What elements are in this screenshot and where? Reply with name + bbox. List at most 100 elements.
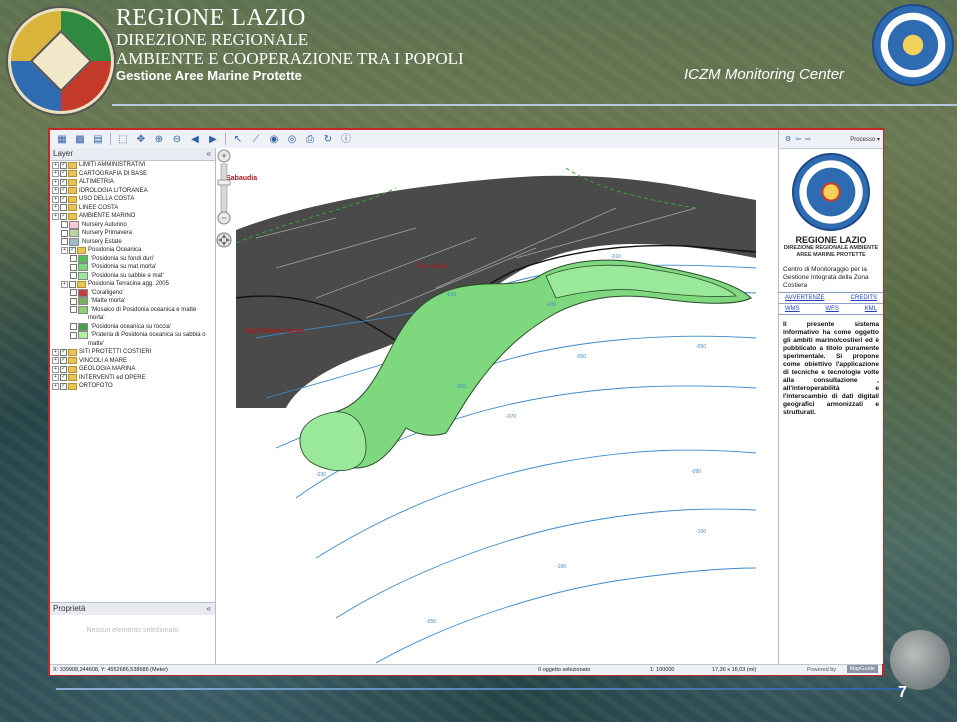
layer-checkbox[interactable] bbox=[60, 169, 67, 178]
expand-icon[interactable]: + bbox=[52, 187, 59, 195]
layer-row[interactable]: +ALTIMETRIA bbox=[50, 178, 215, 187]
layer-row[interactable]: Nursery Primavera bbox=[50, 229, 215, 238]
layer-checkbox[interactable] bbox=[60, 161, 67, 169]
process-menu[interactable]: Processo ▾ bbox=[850, 136, 880, 143]
layer-checkbox[interactable] bbox=[70, 272, 77, 280]
layer-row[interactable]: +Posidonia Oceanica bbox=[50, 246, 215, 255]
layer-row[interactable]: Nursery Autunno bbox=[50, 220, 215, 230]
layer-row[interactable]: 'Prateria di Posidonia oceanica su sabbi… bbox=[50, 331, 215, 340]
zoom-previous-icon[interactable]: ◀ bbox=[191, 133, 199, 145]
layer-row[interactable]: matte' bbox=[50, 340, 215, 349]
layer-row[interactable]: +USO DELLA COSTA bbox=[50, 195, 215, 204]
expand-icon[interactable]: + bbox=[61, 246, 68, 254]
layer-label: 'Posidonia oceanica su roccia' bbox=[91, 323, 172, 330]
layer-row[interactable]: 'Posidonia su fondi duri' bbox=[50, 254, 215, 264]
legend-icon[interactable]: ▤ bbox=[93, 133, 103, 145]
layer-row[interactable]: 'Matte morta' bbox=[50, 297, 215, 306]
gear-icon[interactable]: ⚙ bbox=[785, 136, 792, 143]
expand-icon[interactable]: + bbox=[52, 170, 59, 178]
layer-row[interactable]: 'Coralligeno' bbox=[50, 288, 215, 298]
layer-row[interactable]: Nursery Estate bbox=[50, 237, 215, 247]
layer-row[interactable]: +CARTOGRAFIA DI BASE bbox=[50, 169, 215, 179]
layer-checkbox[interactable] bbox=[70, 297, 77, 305]
layer-checkbox[interactable] bbox=[70, 289, 77, 297]
credits-link[interactable]: CREDITS bbox=[850, 295, 877, 301]
process-label: Processo bbox=[850, 136, 876, 143]
layer-row[interactable]: +SITI PROTETTI COSTIERI bbox=[50, 348, 215, 357]
layer-row[interactable]: +IDROLOGIA LITORANEA bbox=[50, 186, 215, 196]
zoom-out-icon[interactable]: ⊖ bbox=[172, 133, 182, 145]
layer-checkbox[interactable] bbox=[60, 186, 67, 195]
layers-icon[interactable]: ▦ bbox=[57, 133, 67, 145]
contour-label: -070 bbox=[506, 414, 516, 420]
collapse-icon[interactable]: « bbox=[206, 604, 211, 613]
expand-icon[interactable]: + bbox=[52, 195, 59, 203]
expand-icon[interactable]: + bbox=[52, 212, 59, 220]
expand-icon[interactable]: + bbox=[61, 280, 68, 288]
layer-checkbox[interactable] bbox=[60, 348, 67, 356]
layer-row[interactable]: +AMBIENTE MARINO bbox=[50, 212, 215, 221]
avvertenze-link[interactable]: AVVERTENZE bbox=[785, 295, 825, 301]
expand-icon[interactable]: + bbox=[52, 161, 59, 169]
layer-row[interactable]: morta' bbox=[50, 314, 215, 323]
pointer-icon[interactable]: ↖ bbox=[233, 133, 243, 145]
layer-row[interactable]: 'Posidonia oceanica su roccia' bbox=[50, 322, 215, 332]
land-texture bbox=[255, 207, 697, 319]
layer-checkbox[interactable] bbox=[61, 238, 68, 246]
layer-checkbox[interactable] bbox=[70, 263, 77, 271]
layer-row[interactable]: 'Mosaico di Posidonia oceanica e matte bbox=[50, 305, 215, 315]
print-icon[interactable]: ⎙ bbox=[306, 133, 314, 145]
query-icon[interactable]: ◎ bbox=[287, 133, 297, 145]
layer-row[interactable]: +LINEE COSTA bbox=[50, 204, 215, 213]
buffer-icon[interactable]: ◉ bbox=[269, 133, 279, 145]
layer-checkbox[interactable] bbox=[70, 323, 77, 331]
refresh-icon[interactable]: ↻ bbox=[323, 133, 333, 145]
collapse-icon[interactable]: « bbox=[206, 149, 211, 158]
layer-checkbox[interactable] bbox=[61, 229, 68, 237]
layer-row[interactable]: +GEOLOGIA MARINA bbox=[50, 365, 215, 374]
layer-checkbox[interactable] bbox=[60, 382, 67, 390]
map-canvas[interactable]: Sabaudia San Felice Circeo Torre Paola -… bbox=[216, 148, 778, 664]
expand-icon[interactable]: + bbox=[52, 365, 59, 373]
layer-checkbox[interactable] bbox=[69, 246, 76, 254]
layer-row[interactable]: +VINCOLI A MARE bbox=[50, 356, 215, 366]
layer-checkbox[interactable] bbox=[70, 331, 77, 339]
zoom-in-icon[interactable]: ⊕ bbox=[154, 133, 164, 145]
layer-row[interactable]: 'Posidonia su sabbie e mat' bbox=[50, 271, 215, 281]
layer-checkbox[interactable] bbox=[60, 373, 67, 382]
layer-checkbox[interactable] bbox=[60, 356, 67, 365]
layer-checkbox[interactable] bbox=[60, 204, 67, 212]
mapguide-badge[interactable]: MapGuide bbox=[846, 665, 878, 673]
layer-checkbox[interactable] bbox=[70, 255, 77, 263]
layer-checkbox[interactable] bbox=[69, 280, 76, 288]
select-icon[interactable]: ⬚ bbox=[118, 133, 128, 145]
grid-icon[interactable]: ▩ bbox=[75, 133, 85, 145]
wms-link[interactable]: WMS bbox=[785, 306, 800, 312]
expand-icon[interactable]: + bbox=[52, 357, 59, 365]
wfs-link[interactable]: WFS bbox=[825, 306, 839, 312]
layer-checkbox[interactable] bbox=[60, 178, 67, 186]
layer-row[interactable]: +INTERVENTI ed OPERE bbox=[50, 373, 215, 383]
layer-row[interactable]: +LIMITI AMMINISTRATIVI bbox=[50, 161, 215, 170]
layer-row[interactable]: 'Posidonia su mat morta' bbox=[50, 263, 215, 272]
layer-checkbox[interactable] bbox=[61, 221, 68, 229]
kml-link[interactable]: KML bbox=[864, 306, 877, 312]
pan-icon[interactable]: ✥ bbox=[136, 133, 146, 145]
layer-checkbox[interactable] bbox=[60, 365, 67, 373]
zoom-next-icon[interactable]: ▶ bbox=[209, 133, 217, 145]
layer-row[interactable]: +Posidonia Terracina agg. 2005 bbox=[50, 280, 215, 289]
layer-checkbox[interactable] bbox=[70, 306, 77, 314]
back-arrow-icon[interactable]: ⇦ bbox=[795, 136, 802, 143]
expand-icon[interactable]: + bbox=[52, 374, 59, 382]
measure-icon[interactable]: ⟋ bbox=[252, 133, 260, 145]
zoom-slider[interactable]: + − bbox=[216, 148, 232, 258]
expand-icon[interactable]: + bbox=[52, 382, 59, 390]
layer-checkbox[interactable] bbox=[60, 212, 67, 220]
layer-row[interactable]: +ORTOFOTO bbox=[50, 382, 215, 391]
forward-arrow-icon[interactable]: ⇨ bbox=[805, 136, 812, 143]
expand-icon[interactable]: + bbox=[52, 178, 59, 186]
expand-icon[interactable]: + bbox=[52, 348, 59, 356]
layer-checkbox[interactable] bbox=[60, 195, 67, 203]
expand-icon[interactable]: + bbox=[52, 204, 59, 212]
info-icon[interactable]: ⓘ bbox=[341, 133, 351, 145]
